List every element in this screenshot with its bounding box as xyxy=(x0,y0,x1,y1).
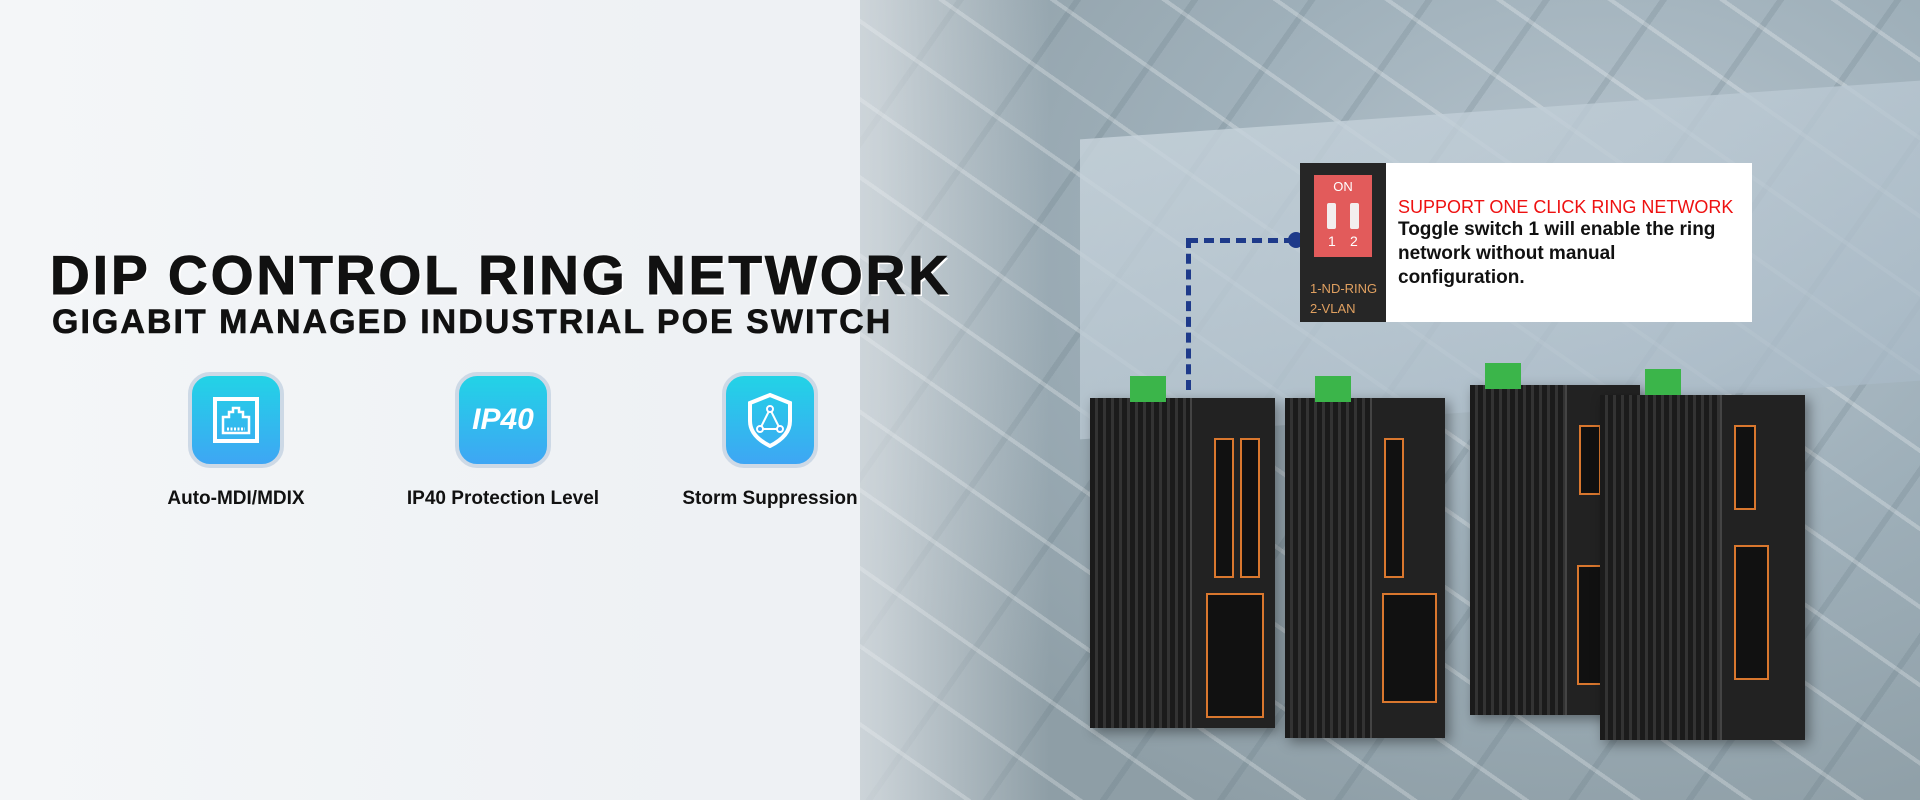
shield-network-icon xyxy=(722,372,818,468)
switch-front-panel xyxy=(1720,395,1805,740)
dip-toggle-1 xyxy=(1327,203,1336,229)
callout-body: Toggle switch 1 will enable the ring net… xyxy=(1398,219,1716,288)
connector-line xyxy=(1188,238,1294,243)
feature-label: Auto-MDI/MDIX xyxy=(167,488,305,509)
callout-title: SUPPORT ONE CLICK RING NETWORK xyxy=(1398,197,1734,217)
feature-ip40: IP40 IP40 Protection Level xyxy=(403,372,603,510)
switch-unit-4 xyxy=(1600,369,1805,740)
dip-switch: ON 1 2 xyxy=(1314,175,1372,257)
dip-on-label: ON xyxy=(1333,179,1353,194)
power-terminal xyxy=(1485,363,1521,389)
dip-switch-panel: ON 1 2 1-ND-RING 2-VLAN xyxy=(1300,163,1386,322)
dip-number: 2 xyxy=(1350,233,1358,249)
rj45-port-group xyxy=(1734,545,1769,680)
dip-toggle-2 xyxy=(1350,203,1359,229)
sfp-port-group xyxy=(1579,425,1601,495)
connector-line xyxy=(1186,238,1191,390)
switch-unit-2 xyxy=(1285,376,1445,738)
dip-legend: 2-VLAN xyxy=(1310,301,1356,316)
headline: DIP CONTROL RING NETWORK xyxy=(49,244,952,307)
subheadline: GIGABIT MANAGED INDUSTRIAL POE SWITCH xyxy=(52,303,893,342)
power-terminal xyxy=(1130,376,1166,402)
ip40-icon-text: IP40 xyxy=(472,403,534,436)
sfp-port-group xyxy=(1214,438,1234,578)
feature-auto-mdi: Auto-MDI/MDIX xyxy=(136,372,336,510)
ip40-icon: IP40 xyxy=(455,372,551,468)
sfp-port-group xyxy=(1734,425,1756,510)
rj45-port-group xyxy=(1206,593,1264,718)
sfp-port-group xyxy=(1240,438,1260,578)
dip-legend: 1-ND-RING xyxy=(1310,281,1378,296)
feature-label: IP40 Protection Level xyxy=(406,488,600,509)
switch-front-panel xyxy=(1370,398,1445,738)
ethernet-port-icon xyxy=(188,372,284,468)
callout-box: SUPPORT ONE CLICK RING NETWORK Toggle sw… xyxy=(1386,163,1752,322)
power-terminal xyxy=(1315,376,1351,402)
feature-storm-suppression: Storm Suppression xyxy=(670,372,870,510)
rj45-port-group xyxy=(1382,593,1437,703)
feature-label: Storm Suppression xyxy=(682,488,858,509)
switch-front-panel xyxy=(1190,398,1275,728)
sfp-port-group xyxy=(1384,438,1404,578)
power-terminal xyxy=(1645,369,1681,395)
dip-number: 1 xyxy=(1328,233,1336,249)
switch-unit-1 xyxy=(1090,376,1275,728)
